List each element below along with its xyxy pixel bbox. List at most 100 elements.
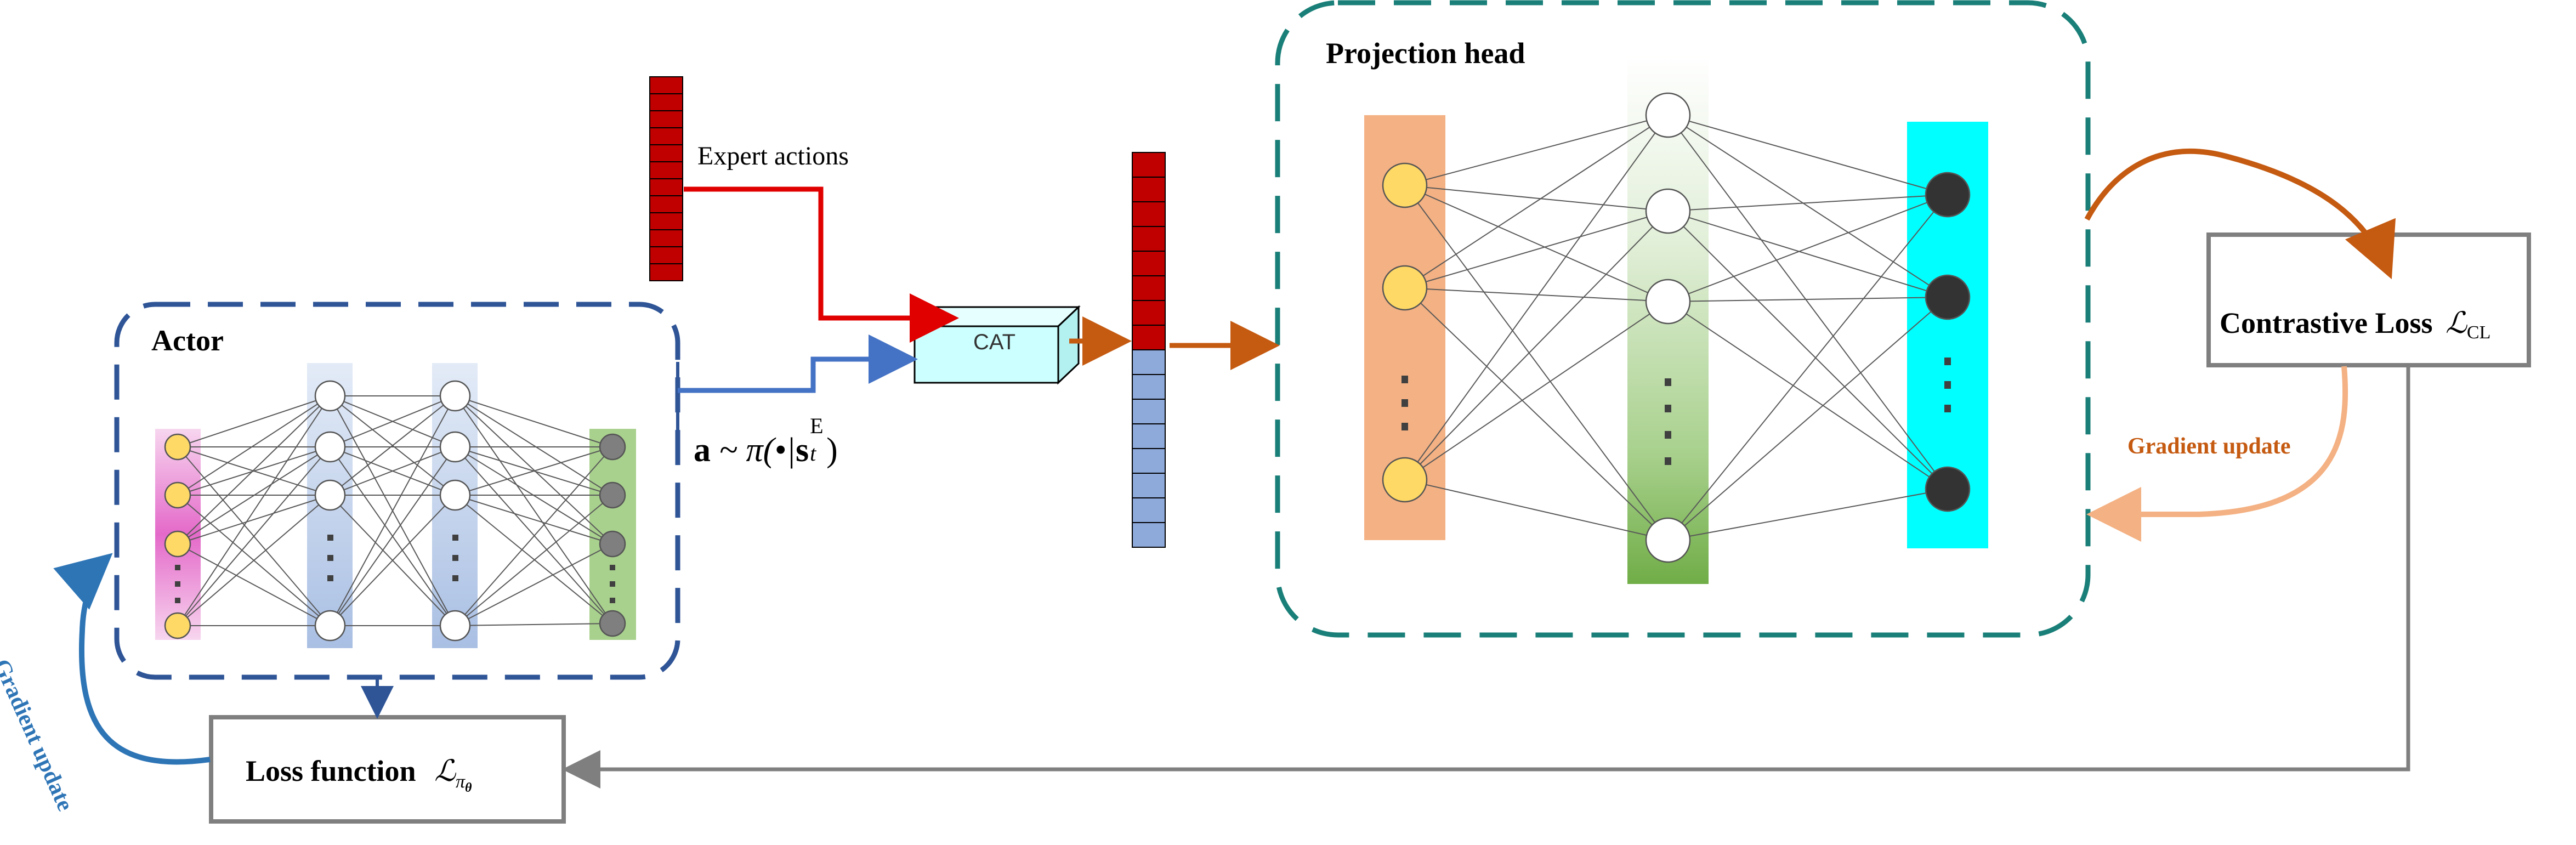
cat-blue-cell <box>1132 374 1166 400</box>
projection-input-node <box>1382 162 1428 208</box>
edge <box>1404 185 1669 302</box>
edge <box>330 395 456 447</box>
cat-red-cell <box>1132 251 1166 276</box>
cat-blue-cell <box>1132 399 1166 424</box>
edge <box>455 446 613 626</box>
actor-hidden2-node <box>439 380 471 412</box>
edge <box>1667 194 1948 212</box>
cat-red-cell <box>1132 177 1166 202</box>
expert-cell <box>649 144 683 162</box>
actor-hidden1-node <box>314 380 346 412</box>
projection-head-group <box>1275 0 2091 638</box>
actor-output-node <box>599 610 626 637</box>
edge <box>1667 115 1948 490</box>
edge <box>455 623 613 626</box>
projection-hidden-node <box>1645 517 1691 563</box>
expert-cell <box>649 212 683 230</box>
edge <box>455 495 613 545</box>
cat-red-cell <box>1132 300 1166 326</box>
expert-cell <box>649 246 683 264</box>
contrastive-to-projection-gradient-arrow <box>2086 366 2348 542</box>
cat-label: CAT <box>973 330 1016 354</box>
expert-actions-label: Expert actions <box>697 141 849 171</box>
expert-cell <box>649 195 683 213</box>
edge <box>177 446 331 545</box>
actor-hidden2-node <box>439 479 471 511</box>
edge <box>1404 185 1669 541</box>
edge <box>330 495 456 626</box>
actor-hidden1-node <box>314 479 346 511</box>
edge <box>455 543 613 626</box>
edge <box>455 446 613 624</box>
expert-cell <box>649 229 683 247</box>
edge <box>455 395 613 447</box>
actor-input-node <box>164 612 191 639</box>
contrastive-loss-box <box>2206 232 2531 367</box>
projection-output-node <box>1925 172 1971 218</box>
actor-output-node <box>599 433 626 461</box>
actor-input-node <box>164 481 191 509</box>
actor-box <box>114 302 680 680</box>
cat-red-cell <box>1132 275 1166 301</box>
gradient-update-right-label: Gradient update <box>2127 434 2291 459</box>
expert-cell <box>649 161 683 179</box>
edge <box>177 446 331 496</box>
concatenated-vector <box>1132 152 1166 548</box>
projection-nodes <box>1382 92 1971 563</box>
expert-cell <box>649 93 683 111</box>
projection-to-contrastive-arrow <box>2084 148 2396 280</box>
cat-red-cell <box>1132 226 1166 252</box>
edge <box>1404 211 1669 288</box>
edge <box>455 395 613 624</box>
edge <box>1667 301 1948 490</box>
edge <box>330 446 456 626</box>
contrastive-loss-label: Contrastive Loss ℒCL <box>2220 307 2491 343</box>
edge <box>1667 211 1948 298</box>
actor-hidden2-node <box>439 431 471 463</box>
edge <box>330 395 456 626</box>
edge <box>1404 287 1669 541</box>
cat-red-cell <box>1132 325 1166 350</box>
actor-output-node <box>599 530 626 558</box>
edge <box>1404 287 1669 302</box>
actor-hidden2-node <box>439 610 471 642</box>
edge <box>330 446 456 496</box>
loss-to-actor-gradient-arrow <box>53 553 211 765</box>
projection-dots <box>1402 358 1951 465</box>
edge <box>1404 185 1669 212</box>
loss-function-label: Loss function ℒπθ <box>246 755 472 795</box>
edge <box>1404 479 1669 541</box>
edge <box>1667 115 1948 298</box>
contrastive-to-loss-arrow <box>562 365 2410 789</box>
cat-blue-cell <box>1132 522 1166 548</box>
cat-red-cell <box>1132 201 1166 227</box>
actor-connections <box>177 395 613 626</box>
edge <box>177 446 331 626</box>
edge <box>177 543 331 626</box>
expert-cell <box>649 178 683 196</box>
actor-hidden1-node <box>314 431 346 463</box>
projection-connections <box>1404 115 1948 541</box>
edge <box>455 395 613 545</box>
edge <box>1667 489 1948 541</box>
edge <box>177 395 331 447</box>
edge <box>177 395 331 496</box>
edge <box>1667 297 1948 302</box>
projection-head-title: Projection head <box>1326 37 1525 70</box>
cat-blue-cell <box>1132 349 1166 375</box>
expert-cell <box>649 110 683 128</box>
edge <box>1404 115 1669 186</box>
edge <box>177 395 331 626</box>
edge <box>1667 115 1948 195</box>
cat-red-cell <box>1132 152 1166 178</box>
projection-hidden-node <box>1645 188 1691 234</box>
projection-input-node <box>1382 265 1428 311</box>
cat-blue-cell <box>1132 473 1166 498</box>
edge <box>455 395 613 496</box>
edge <box>177 495 331 626</box>
actor-input-node <box>164 530 191 558</box>
projection-output-node <box>1925 274 1971 320</box>
edge <box>1667 297 1948 541</box>
edge <box>1667 194 1948 541</box>
